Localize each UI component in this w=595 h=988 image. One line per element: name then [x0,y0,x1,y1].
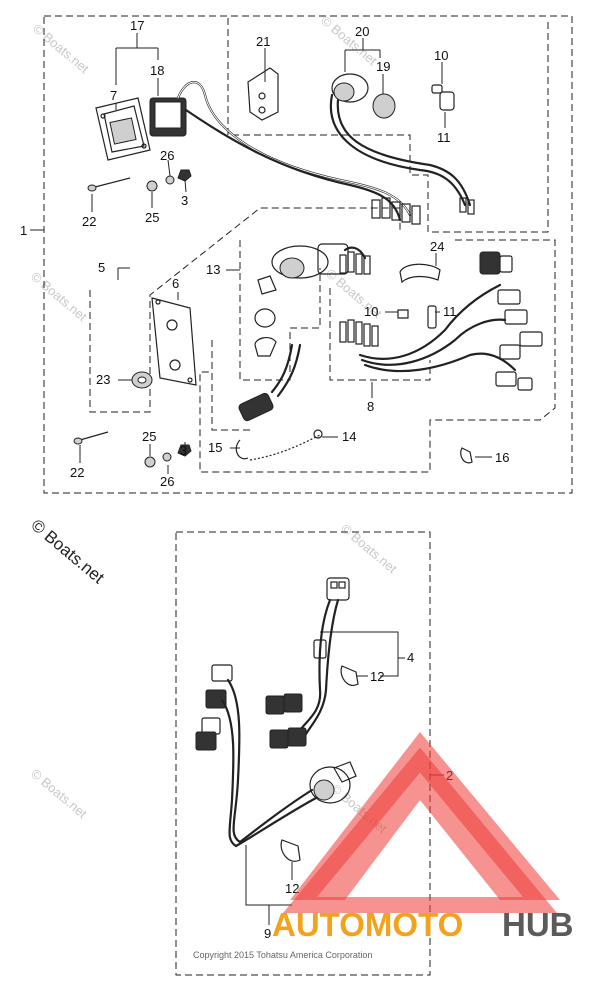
clip-16 [460,447,492,464]
copyright-text: Copyright 2015 Tohatsu America Corporati… [193,950,372,960]
callout-14: 14 [342,429,356,444]
callout-26: 26 [160,148,174,163]
switch-18 [149,81,412,222]
callout-22: 22 [82,214,96,229]
leader-lines-top [79,33,446,474]
stop-switch-14 [235,343,323,461]
watermark-text: © Boats.net [30,21,92,77]
automotohub-logo: AUTOMOTO HUB [272,732,574,943]
callout-numbers: 17 18 7 21 20 19 10 11 26 3 25 22 1 5 6 … [20,18,509,941]
callout-13: 13 [206,262,220,277]
callout-10-mid: 10 [364,304,378,319]
callout-11: 11 [437,130,451,145]
callout-5: 5 [98,260,105,275]
plate-7 [95,97,151,161]
callout-25-bottom: 25 [142,429,156,444]
watermark-text: © Boats.net [318,13,380,69]
callout-10: 10 [434,48,448,63]
callout-24: 24 [430,239,444,254]
callout-16: 16 [495,450,509,465]
fasteners-bottom [73,431,192,468]
sub-frame-5 [89,207,401,413]
callout-15: 15 [208,440,222,455]
callout-21: 21 [256,34,270,49]
callout-23: 23 [96,372,110,387]
top-assembly [30,15,573,494]
callout-26-bottom: 26 [160,474,174,489]
leader-lines-bottom [245,631,405,925]
small-parts-10-11-top [431,84,455,111]
callout-7: 7 [110,88,117,103]
clip-24 [397,263,441,329]
sub-frame-13 [239,240,321,381]
callout-6: 6 [172,276,179,291]
callout-3: 3 [181,193,188,208]
callout-17: 17 [130,18,144,33]
watermark-layer: © Boats.net © Boats.net © Boats.net © Bo… [27,13,400,837]
harness-4 [265,577,359,749]
nut-23 [131,371,153,389]
connector-bundle-top [371,197,475,225]
watermark-text: © Boats.net [28,766,90,822]
bracket-21 [247,67,279,121]
plate-6 [151,297,197,386]
buzzer-20 [329,73,472,207]
logo-text-part1: AUTOMOTO [272,906,463,943]
fasteners-top [87,169,192,192]
assembly-frame-2 [175,531,431,976]
callout-19: 19 [376,59,390,74]
sub-frame-8b [199,239,556,473]
watermark-text: © Boats.net [28,269,90,325]
logo-text-part2: HUB [502,906,574,943]
callout-3-bottom: 3 [180,443,187,458]
callout-22-bottom: 22 [70,465,84,480]
callout-12-top: 12 [370,669,384,684]
callout-25: 25 [145,210,159,225]
harness-9 [195,664,357,862]
sub-frame-13b [211,340,250,431]
sub-frame-20 [227,18,549,233]
watermark-text: © Boats.net [338,521,400,577]
watermark-main: © Boats.net [27,516,108,588]
callout-8: 8 [367,399,374,414]
assembly-frame-1 [43,15,573,494]
callout-20: 20 [355,24,369,39]
callout-9: 9 [264,926,271,941]
main-harness-8 [339,251,543,391]
callout-4: 4 [407,650,414,665]
key-switch-13 [254,243,371,357]
callout-12-bottom: 12 [285,881,299,896]
callout-11-mid: 11 [443,304,457,319]
callout-1: 1 [20,223,27,238]
sub-frame-8a [329,288,431,381]
callout-18: 18 [150,63,164,78]
